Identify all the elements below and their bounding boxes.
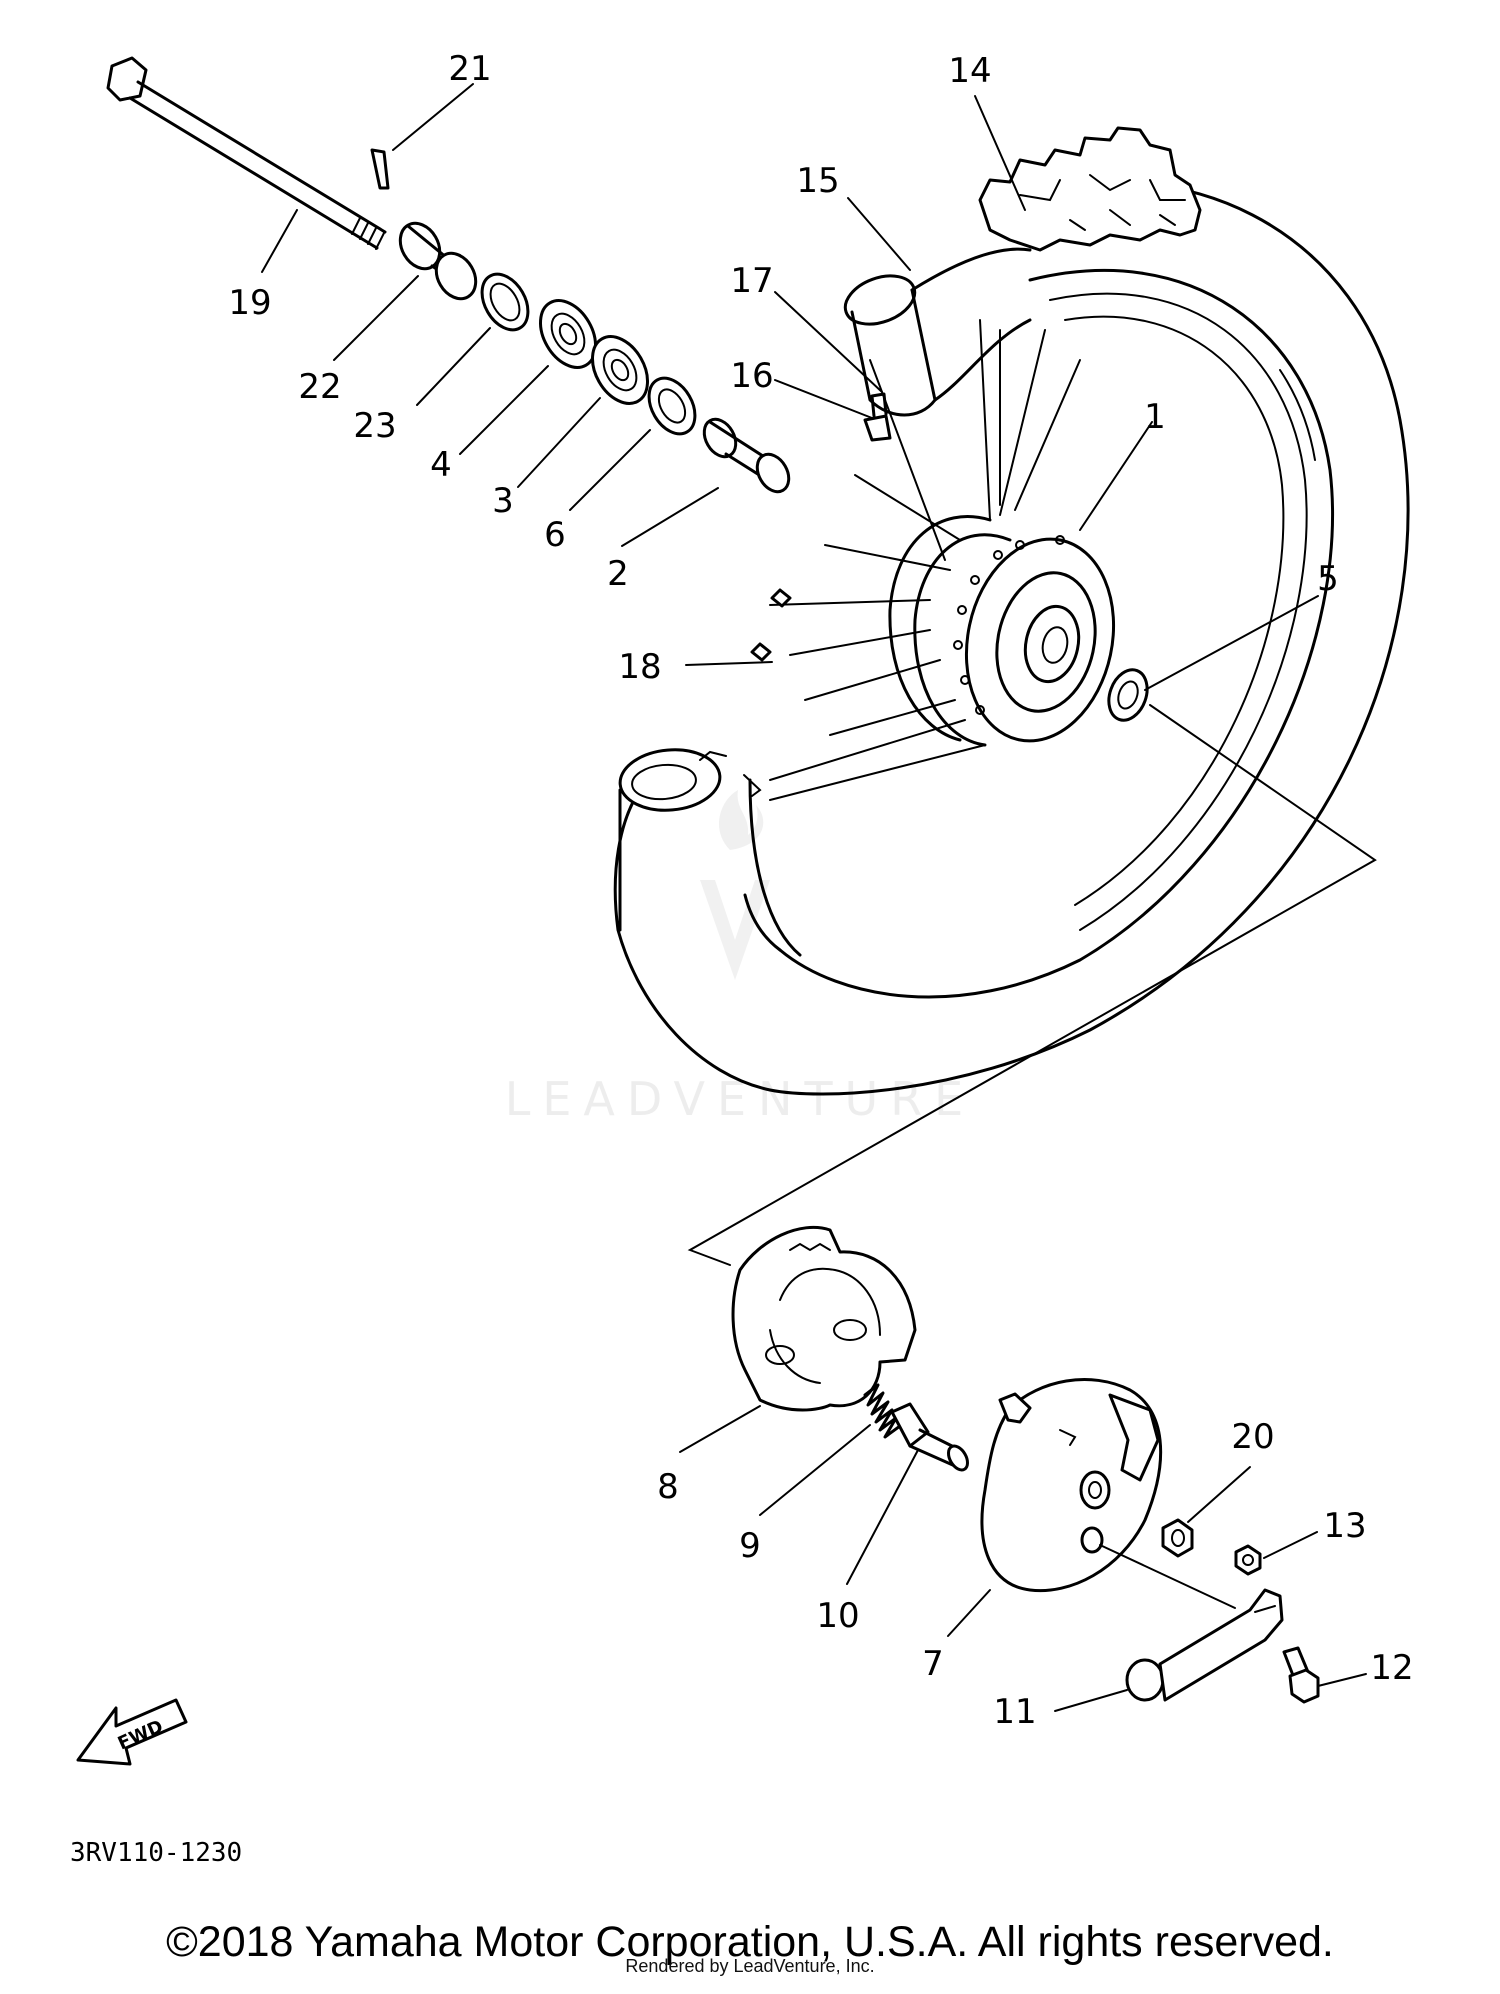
oil-seal-6 xyxy=(647,376,697,436)
callout-5: 5 xyxy=(1317,559,1339,599)
callout-17: 17 xyxy=(730,261,773,301)
callout-11: 11 xyxy=(993,1692,1036,1732)
spacer xyxy=(702,417,791,494)
axle-shaft xyxy=(106,56,387,250)
callout-labels: 1 2 3 4 5 6 7 8 9 10 11 12 13 14 15 16 1… xyxy=(228,49,1413,1732)
brake-camshaft xyxy=(890,1402,969,1472)
cotter-pin xyxy=(370,148,390,190)
callout-18: 18 xyxy=(618,647,661,687)
callout-1: 1 xyxy=(1144,397,1166,437)
callout-23: 23 xyxy=(353,406,396,446)
callout-3: 3 xyxy=(492,481,514,521)
wheel-assembly xyxy=(613,126,1410,1096)
callout-6: 6 xyxy=(544,515,566,555)
fwd-arrow-icon: FWD xyxy=(76,1698,188,1766)
assembly-guide-lines xyxy=(687,704,1377,1266)
nut-13 xyxy=(1234,1544,1262,1576)
callout-22: 22 xyxy=(298,367,341,407)
copyright-notice: ©2018 Yamaha Motor Corporation, U.S.A. A… xyxy=(166,1918,1334,1966)
callout-2: 2 xyxy=(607,554,629,594)
leadventure-watermark: LEADVENTURE xyxy=(505,790,976,1126)
axle-collar xyxy=(398,221,478,301)
bolt-12 xyxy=(1282,1646,1320,1704)
brake-shoes xyxy=(731,1225,917,1412)
callout-21: 21 xyxy=(448,49,491,89)
callout-19: 19 xyxy=(228,283,271,323)
nut-20 xyxy=(1161,1518,1194,1558)
bearing-4 xyxy=(539,299,597,369)
callout-12: 12 xyxy=(1370,1648,1413,1688)
brake-plate xyxy=(980,1378,1163,1593)
rendered-by-notice: Rendered by LeadVenture, Inc. xyxy=(625,1956,875,1976)
leader-lines xyxy=(261,83,1367,1712)
callout-4: 4 xyxy=(430,445,452,485)
diagram-code: 3RV110-1230 xyxy=(70,1838,243,1868)
callout-10: 10 xyxy=(816,1596,859,1636)
callout-20: 20 xyxy=(1231,1417,1274,1457)
bearing-3 xyxy=(591,335,649,405)
callout-9: 9 xyxy=(739,1526,761,1566)
callout-8: 8 xyxy=(657,1467,679,1507)
callout-16: 16 xyxy=(730,356,773,396)
brake-cam-lever xyxy=(1099,1544,1284,1702)
brake-spring xyxy=(863,1383,902,1439)
watermark-text: LEADVENTURE xyxy=(505,1072,976,1126)
oil-seal-5 xyxy=(1107,668,1149,722)
callout-13: 13 xyxy=(1323,1506,1366,1546)
callout-15: 15 xyxy=(796,161,839,201)
oil-seal-23 xyxy=(480,272,530,332)
callout-7: 7 xyxy=(922,1644,944,1684)
callout-14: 14 xyxy=(948,51,991,91)
